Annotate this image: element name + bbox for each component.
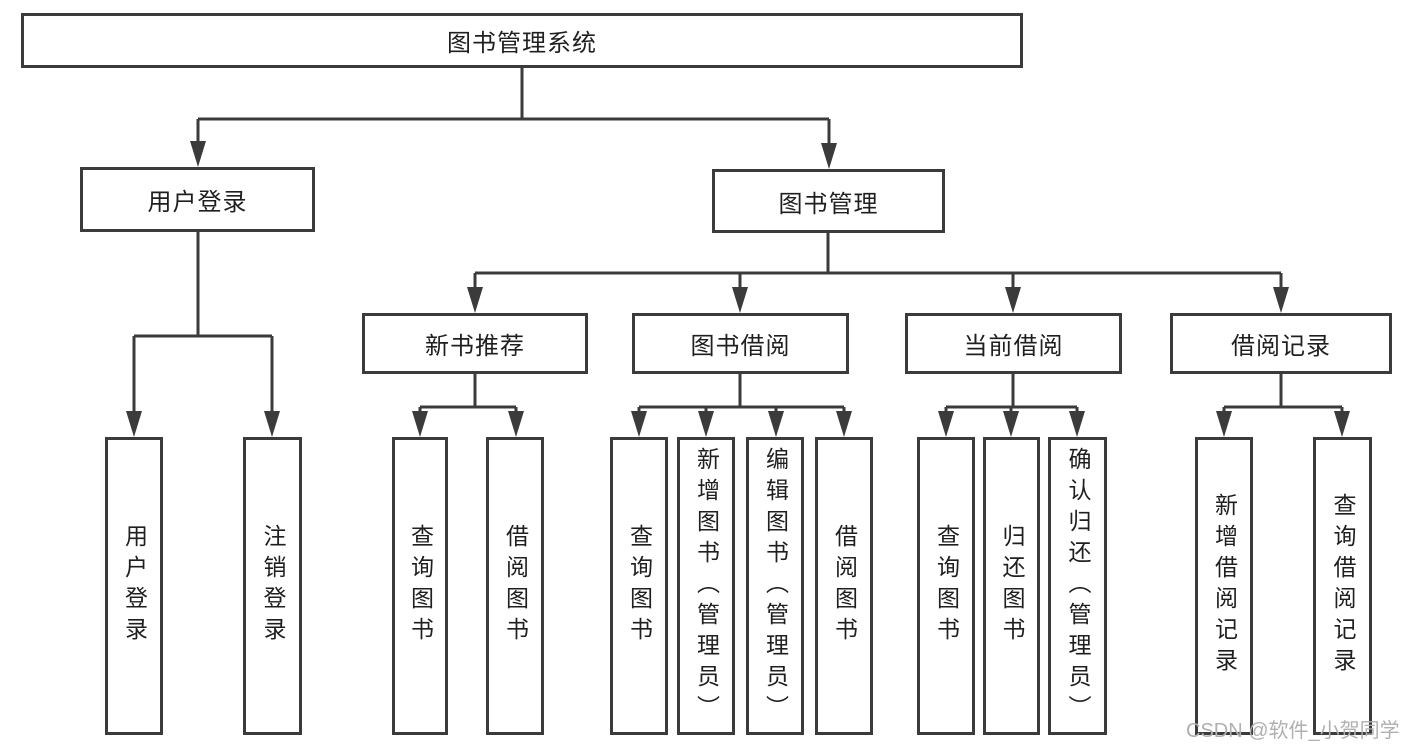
arrow-leaf-cb-query — [938, 411, 954, 437]
node-book-mgmt: 图书管理 — [712, 169, 945, 233]
arrow-leaf-user-login — [126, 411, 142, 437]
node-book-mgmt-label: 图书管理 — [778, 190, 879, 218]
arrow-leaf-br-query — [1334, 411, 1350, 437]
node-new-books: 新书推荐 — [362, 313, 588, 374]
connector-book-mgmt — [473, 233, 1283, 292]
leaf-bb-borrow-label: 借阅图书 — [831, 524, 858, 648]
leaf-logout-label: 注销登录 — [260, 524, 286, 648]
node-borrow-records-label: 借阅记录 — [1231, 333, 1331, 360]
leaf-br-query-label: 查询借阅记录 — [1330, 493, 1356, 679]
node-root: 图书管理系统 — [21, 13, 1023, 68]
leaf-nb-query-label: 查询图书 — [407, 524, 434, 648]
watermark-text: CSDN @软件_小贺同学 — [1186, 720, 1400, 742]
arrow-book-borrow — [732, 287, 748, 313]
arrow-leaf-bb-add — [698, 411, 714, 437]
connector-user-login — [132, 232, 274, 418]
node-user-login-label: 用户登录 — [147, 189, 248, 216]
node-root-label: 图书管理系统 — [447, 30, 597, 57]
connector-borrow-records — [1222, 374, 1344, 418]
leaf-nb-borrow: 借阅图书 — [486, 437, 544, 735]
leaf-nb-borrow-label: 借阅图书 — [502, 524, 529, 648]
leaf-cb-query-label: 查询图书 — [933, 524, 960, 648]
leaf-bb-edit: 编辑图书（管理员） — [746, 437, 804, 735]
leaf-logout: 注销登录 — [243, 437, 302, 735]
connector-root — [196, 68, 831, 148]
arrow-book-mgmt — [821, 143, 837, 169]
arrow-leaf-cb-return — [1003, 411, 1019, 437]
node-current-borrow: 当前借阅 — [905, 313, 1122, 374]
leaf-user-login-label: 用户登录 — [121, 524, 148, 648]
leaf-bb-edit-label: 编辑图书（管理员） — [762, 446, 789, 726]
leaf-cb-return: 归还图书 — [983, 437, 1040, 735]
leaf-cb-confirm-label: 确认归还（管理员） — [1065, 446, 1091, 726]
leaf-cb-confirm: 确认归还（管理员） — [1048, 437, 1107, 735]
arrow-leaf-logout — [264, 411, 280, 437]
leaf-bb-query: 查询图书 — [610, 437, 668, 735]
leaf-user-login: 用户登录 — [105, 437, 163, 735]
arrow-leaf-bb-edit — [768, 411, 784, 437]
node-book-borrow: 图书借阅 — [632, 313, 849, 374]
leaf-bb-query-label: 查询图书 — [626, 524, 653, 648]
node-current-borrow-label: 当前借阅 — [963, 333, 1064, 360]
node-borrow-records: 借阅记录 — [1170, 313, 1392, 374]
leaf-bb-borrow: 借阅图书 — [815, 437, 873, 735]
arrow-leaf-nb-query — [412, 411, 428, 437]
arrow-new-books — [467, 287, 483, 313]
leaf-br-query: 查询借阅记录 — [1313, 437, 1372, 735]
leaf-bb-add: 新增图书（管理员） — [677, 437, 735, 735]
leaf-cb-return-label: 归还图书 — [999, 524, 1025, 648]
leaf-cb-query: 查询图书 — [917, 437, 975, 735]
arrow-user-login — [190, 141, 206, 167]
node-user-login: 用户登录 — [80, 167, 315, 232]
arrow-leaf-cb-confirm — [1069, 411, 1085, 437]
arrow-current-borrow — [1005, 287, 1021, 313]
arrow-leaf-bb-borrow — [836, 411, 852, 437]
leaf-nb-query: 查询图书 — [392, 437, 448, 735]
connector-new-books — [418, 374, 518, 418]
arrow-leaf-bb-query — [631, 411, 647, 437]
leaf-br-add-label: 新增借阅记录 — [1211, 493, 1238, 679]
node-new-books-label: 新书推荐 — [425, 333, 525, 360]
arrow-leaf-br-add — [1216, 411, 1232, 437]
leaf-br-add: 新增借阅记录 — [1195, 437, 1253, 735]
connector-book-borrow — [637, 374, 846, 418]
leaf-bb-add-label: 新增图书（管理员） — [693, 446, 720, 726]
node-book-borrow-label: 图书借阅 — [690, 333, 791, 360]
arrow-leaf-nb-borrow — [508, 411, 524, 437]
arrow-borrow-records — [1273, 287, 1289, 313]
